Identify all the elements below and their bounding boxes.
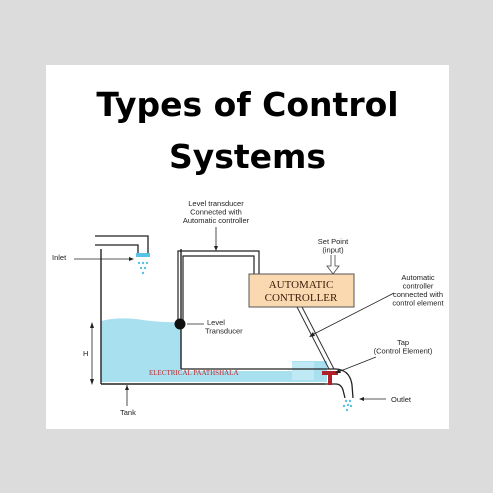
tank-control-diagram: AUTOMATIC CONTROLLER Inlet Level transdu… [52, 199, 445, 417]
level-transducer-float [174, 318, 186, 330]
lt-note-arrowhead [214, 246, 218, 251]
title-line-1: Types of Control [96, 85, 399, 124]
tap-stem [328, 373, 332, 385]
page-title: Types of Control Systems [46, 79, 449, 183]
inlet-drops [137, 261, 149, 275]
outlet-highlight [292, 362, 314, 380]
tap-arrowhead [335, 369, 341, 373]
auto-ctrl-arrowhead [309, 332, 315, 337]
set-point-label-1: Set Point [318, 237, 349, 246]
tank-label: Tank [120, 408, 136, 417]
inlet-arrowhead [129, 257, 134, 261]
auto-ctrl-label-4: control element [392, 299, 444, 308]
lt-note-1: Level transducer [188, 199, 244, 208]
controller-label-1: AUTOMATIC [269, 279, 334, 291]
set-point-arrow [326, 255, 340, 275]
height-arrow-bottom [90, 379, 94, 385]
inlet-pipe [95, 235, 149, 254]
lt-note-3: Automatic controller [183, 216, 250, 225]
controller-label-2: CONTROLLER [265, 292, 338, 304]
set-point-label-2: (input) [322, 246, 344, 255]
tap-handle [322, 371, 338, 375]
auto-ctrl-label-3: connected with [393, 290, 443, 299]
auto-ctrl-label-1: Automatic [401, 273, 435, 282]
level-label-1: Level [207, 318, 225, 327]
outlet-pipe [325, 383, 346, 399]
auto-ctrl-leader [311, 292, 395, 336]
outlet-pipe-top [329, 368, 354, 399]
inlet-nozzle [136, 253, 150, 257]
tank-water [101, 318, 292, 382]
title-line-2: Systems [168, 137, 327, 176]
inlet-label: Inlet [52, 253, 67, 262]
tap-label-1: Tap [397, 338, 409, 347]
content-card: Types of Control Systems [46, 65, 449, 429]
automatic-controller [248, 273, 355, 308]
auto-ctrl-label-2: controller [403, 282, 434, 291]
transducer-cable [177, 250, 260, 323]
height-arrow-top [90, 322, 94, 328]
outlet-arrowhead [359, 397, 364, 401]
tap-leader [337, 356, 377, 373]
brand-label: ELECTRICAL PAATHSHALA [149, 369, 239, 377]
outlet-drops [342, 399, 353, 412]
height-label: H [83, 349, 88, 358]
outlet-label: Outlet [391, 395, 412, 404]
control-link [296, 306, 330, 370]
transducer-cable-inner [182, 255, 255, 322]
lt-note-2: Connected with [190, 208, 242, 217]
inlet-pipe-inner [95, 244, 139, 254]
tank-arrowhead [125, 385, 129, 390]
level-label-2: Transducer [205, 327, 243, 336]
tap-label-2: (Control Element) [374, 347, 433, 356]
control-link-2 [301, 306, 335, 370]
